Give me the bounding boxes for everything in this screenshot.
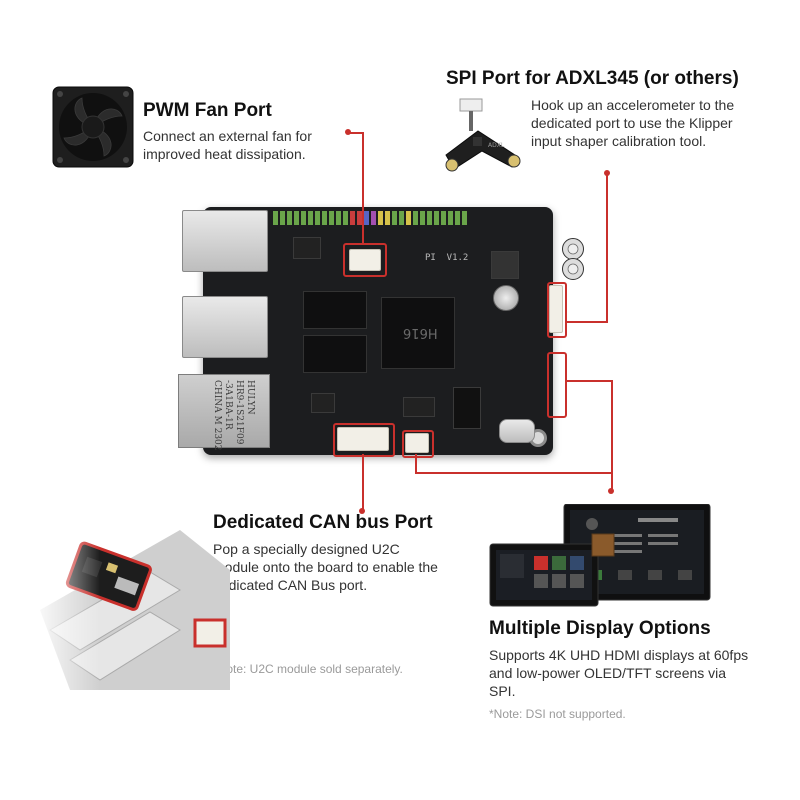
can-port-highlight <box>333 423 395 457</box>
fan-port-title: PWM Fan Port <box>143 100 272 121</box>
spi-callout-line <box>606 173 608 323</box>
can-callout-dot <box>359 508 365 514</box>
memory-chip <box>303 335 367 373</box>
fan-callout-line <box>348 132 364 134</box>
display-callout-line <box>415 472 613 474</box>
usb-c-port <box>499 419 535 443</box>
can-port-connector <box>337 427 389 451</box>
accelerometer-image: ADXL <box>445 98 521 172</box>
capacitor <box>493 285 519 311</box>
can-port-note: *Note: U2C module sold separately. <box>213 662 403 676</box>
spi-callout-line <box>566 321 608 323</box>
memory-chip <box>303 291 367 329</box>
spi-port-title: SPI Port for ADXL345 (or others) <box>446 68 739 89</box>
can-port-description: Pop a specially designed U2C module onto… <box>213 541 438 593</box>
ethernet-label: HULYN HR9-1S21F09 -3A1BA-1R CHINA M 2302 <box>212 380 255 451</box>
power-connector <box>405 433 429 453</box>
soc-label: H616 <box>403 325 438 340</box>
fan-image <box>52 86 134 168</box>
fan-port-connector <box>349 249 381 271</box>
usb-port-top <box>182 210 268 272</box>
fan-callout-line <box>362 132 364 244</box>
power-connector-highlight <box>402 430 434 458</box>
u2c-module-image <box>30 490 230 690</box>
spi-port-connector <box>549 285 563 333</box>
spi-port-description: Hook up an accelerometer to the dedicate… <box>531 97 735 149</box>
gpio-header <box>273 211 493 227</box>
soc-chip <box>381 297 455 369</box>
display-callout-line <box>415 454 417 474</box>
display-options-image <box>489 504 711 607</box>
display-callout-dot <box>608 488 614 494</box>
pin-header-small <box>311 393 335 413</box>
display-description: Supports 4K UHD HDMI displays at 60fps a… <box>489 647 749 699</box>
screw-terminal <box>562 258 584 280</box>
usb-port-bottom <box>182 296 268 358</box>
display-port-highlight <box>547 352 567 418</box>
fan-port-description: Connect an external fan for improved hea… <box>143 128 312 162</box>
board-version-label: PI V1.2 <box>425 253 469 263</box>
pin-header-small <box>293 237 321 259</box>
inductor <box>491 251 519 279</box>
screw-terminal <box>562 238 584 260</box>
can-callout-line <box>362 454 364 512</box>
display-note: *Note: DSI not supported. <box>489 707 626 721</box>
audio-jack <box>453 387 481 429</box>
display-title: Multiple Display Options <box>489 618 711 639</box>
ethernet-port <box>178 374 270 448</box>
svg-text:ADXL: ADXL <box>488 142 505 149</box>
spi-port-highlight <box>547 282 567 338</box>
can-port-title: Dedicated CAN bus Port <box>213 512 433 533</box>
display-callout-line <box>611 380 613 492</box>
display-callout-line <box>566 380 612 382</box>
fan-port-highlight <box>343 243 387 277</box>
chip <box>403 397 435 417</box>
